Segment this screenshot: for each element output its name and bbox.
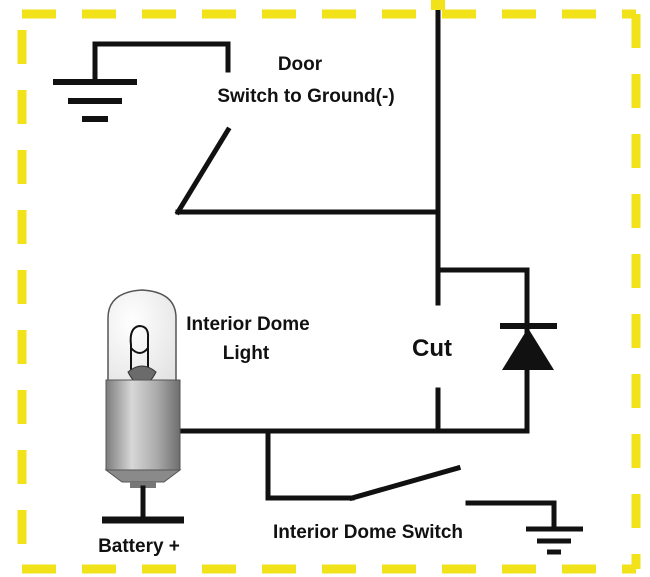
battery-terminal xyxy=(102,485,184,524)
bulb-base-bottom xyxy=(104,469,182,483)
dome-switch-blade xyxy=(348,464,462,502)
door-switch-blade xyxy=(174,126,232,216)
main-wire xyxy=(431,0,445,306)
bulb-glass xyxy=(107,289,177,383)
bulb-tip xyxy=(130,482,156,488)
bulb-filament xyxy=(129,324,150,370)
dome-switch xyxy=(265,428,557,531)
dome-switch-label: Interior Dome Switch xyxy=(273,522,463,543)
bulb-base xyxy=(105,379,181,471)
ground-symbol-dome xyxy=(526,526,583,555)
diode-triangle xyxy=(502,328,554,370)
wire-entry-marker xyxy=(431,0,445,10)
door-switch xyxy=(92,41,441,216)
battery-label: Battery + xyxy=(98,536,180,557)
ground-symbol-door xyxy=(53,79,137,122)
diode-branch xyxy=(435,267,557,434)
door-label-line1: Door xyxy=(278,54,323,75)
door-label-line2: Switch to Ground(-) xyxy=(217,86,394,107)
cut-label: Cut xyxy=(412,335,452,362)
dashed-border xyxy=(17,9,641,574)
dome-light-bulb xyxy=(104,289,182,488)
dome-light-label-line1: Interior Dome xyxy=(186,314,310,335)
dome-light-label-line2: Light xyxy=(223,343,270,364)
